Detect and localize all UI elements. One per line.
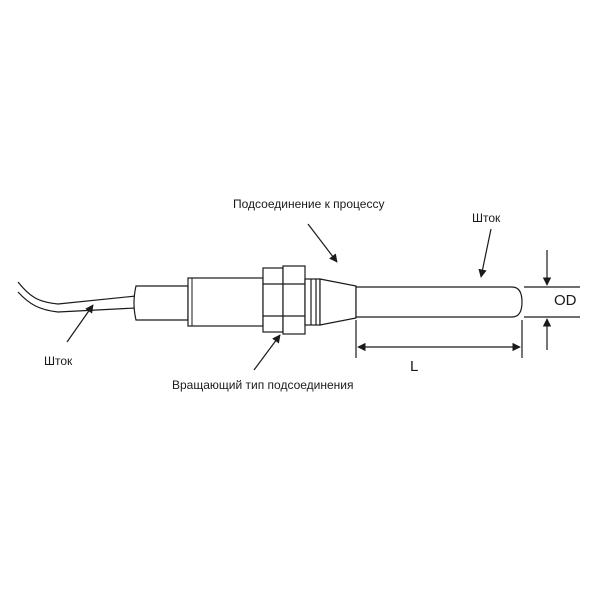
leader-arrows: [66, 223, 492, 371]
stem-label-left: Шток: [44, 354, 73, 368]
sensor-housing: [187, 277, 264, 327]
stem-label-right: Шток: [472, 211, 501, 225]
threaded-fitting: [304, 278, 321, 326]
rotating-connection-label: Вращающий тип подсоединения: [172, 378, 354, 392]
length-dimension-label: L: [410, 358, 419, 375]
tapered-fitting: [319, 278, 357, 326]
dimension-l: [355, 320, 523, 358]
rotating-nut: [262, 265, 306, 335]
cable-tube: [133, 285, 189, 321]
process-connection-label: Подсоединение к процессу: [233, 197, 385, 211]
stem: [355, 286, 523, 318]
dimension-od: [524, 250, 580, 350]
cable: [17, 281, 137, 313]
od-dimension-label: OD: [554, 292, 577, 309]
